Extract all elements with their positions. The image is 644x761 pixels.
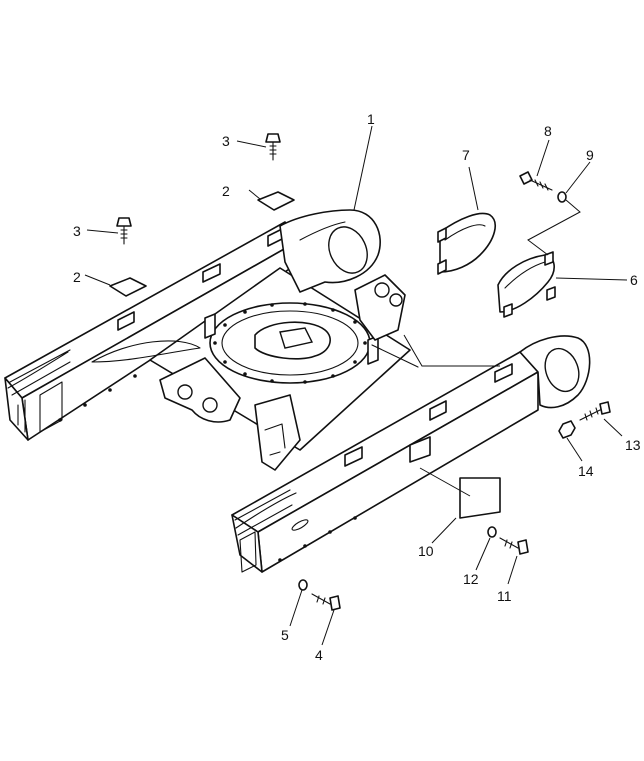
callout-3-upper: 3 (222, 133, 230, 149)
part-5-washer (298, 579, 308, 591)
callout-13: 13 (625, 437, 641, 453)
left-track-frame-beam (4, 221, 301, 441)
fasteners (109, 133, 611, 611)
callout-8: 8 (544, 123, 552, 139)
swing-circle-bolts (213, 302, 367, 384)
part-8-bolt (519, 171, 553, 191)
part-10-cover (459, 477, 501, 519)
right-beam-blocks (344, 363, 513, 467)
part-7-guard (437, 212, 496, 275)
callout-12: 12 (463, 571, 479, 587)
part-1-bracket (279, 209, 381, 293)
callout-1: 1 (367, 111, 375, 127)
callout-14: 14 (578, 463, 594, 479)
left-beam-rivets (58, 374, 137, 422)
front-idler-bracket (519, 335, 591, 409)
part-9-washer (557, 191, 567, 203)
callout-4: 4 (315, 647, 323, 663)
part-13-bolt (579, 401, 611, 421)
right-beam-rivets (278, 516, 357, 562)
right-track-frame-beam (231, 351, 539, 573)
callout-7: 7 (462, 147, 470, 163)
callout-5: 5 (281, 627, 289, 643)
callout-9: 9 (586, 147, 594, 163)
part-2-plate-lower (109, 277, 147, 297)
part-4-bolt (311, 593, 341, 611)
leader-lines (84, 125, 628, 646)
callout-3-lower: 3 (73, 223, 81, 239)
part-11-bolt (499, 537, 529, 555)
part-3-bolt-lower (116, 217, 132, 245)
part-14-nut (558, 420, 576, 439)
callout-2-lower: 2 (73, 269, 81, 285)
part-2-plate-upper (257, 191, 295, 211)
part-3-bolt-upper (265, 133, 281, 161)
callout-6: 6 (630, 272, 638, 288)
callout-10: 10 (418, 543, 434, 559)
callout-2-upper: 2 (222, 183, 230, 199)
callout-labels: 1 2 2 3 3 4 5 6 7 8 9 10 11 12 13 14 (73, 111, 641, 663)
callout-11: 11 (497, 588, 512, 604)
center-frame (91, 267, 419, 471)
cover-plate-slot (409, 436, 431, 463)
part-12-washer (487, 526, 497, 538)
part-6-guard (497, 251, 556, 318)
